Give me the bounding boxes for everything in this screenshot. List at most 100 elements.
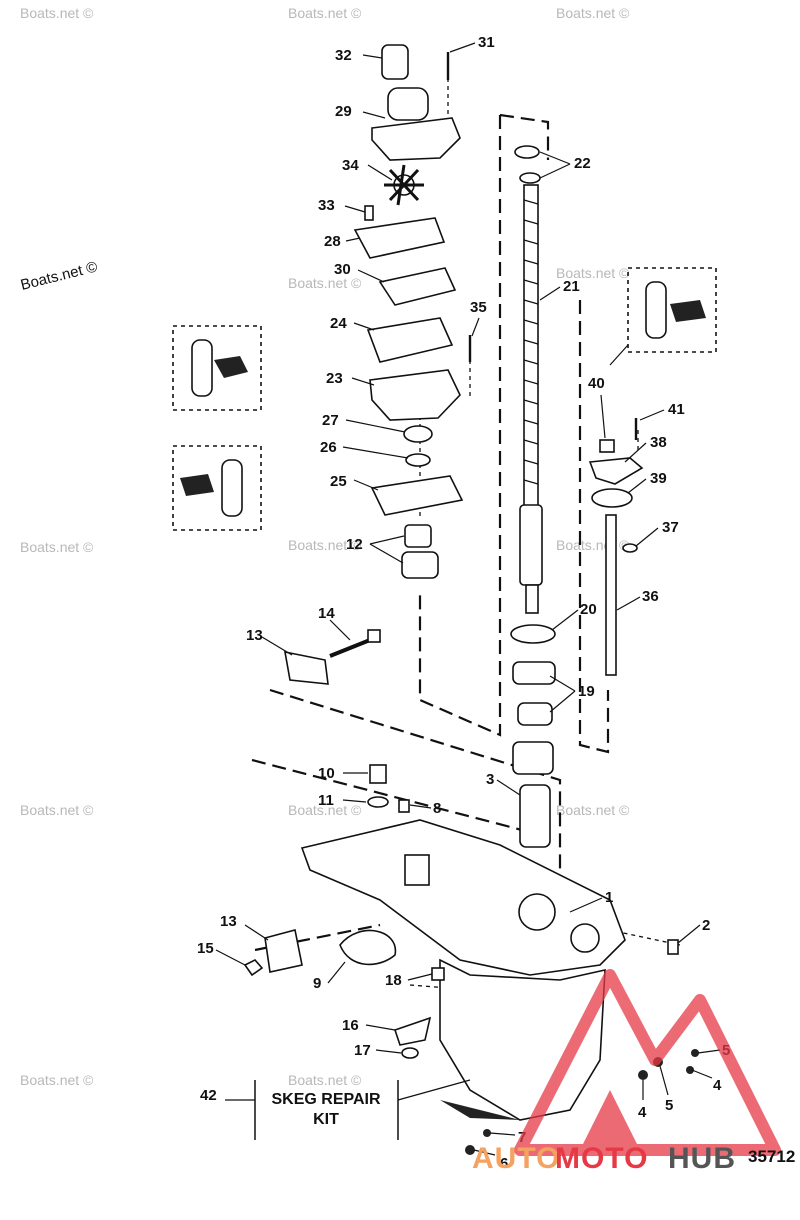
watermark: Boats.net © <box>20 1072 94 1088</box>
watermark: Boats.net © <box>288 1072 362 1088</box>
seal-12 <box>404 524 432 548</box>
callout-2: 2 <box>702 917 710 934</box>
callout-4: 4 <box>638 1104 647 1121</box>
callout-16: 16 <box>342 1017 359 1034</box>
watermark: Boats.net © <box>288 802 362 818</box>
watermark: Boats.net © <box>288 5 362 21</box>
fitting-8 <box>398 799 410 813</box>
callout-22: 22 <box>574 155 591 172</box>
trim-tab-9 <box>339 929 397 966</box>
bearing-27 <box>403 425 433 443</box>
brand-part2: MOTO <box>555 1142 648 1175</box>
callout-25: 25 <box>330 473 347 490</box>
callout-42: 42 <box>200 1087 217 1104</box>
repair-kit-line1: SKEG REPAIR <box>271 1091 381 1108</box>
callout-38: 38 <box>650 434 667 451</box>
callout-11: 11 <box>318 792 334 809</box>
screw-6 <box>465 1145 475 1155</box>
callout-13: 13 <box>220 913 237 930</box>
gasket-25 <box>370 475 464 516</box>
callout-21: 21 <box>563 278 580 295</box>
callout-30: 30 <box>334 261 351 278</box>
watermark: Boats.net © <box>20 802 94 818</box>
anode-13 <box>284 650 329 685</box>
callout-20: 20 <box>580 601 597 618</box>
callout-37: 37 <box>662 519 679 536</box>
callout-4: 4 <box>713 1077 722 1094</box>
fitting-18 <box>431 967 445 981</box>
callout-29: 29 <box>335 103 352 120</box>
cover-38 <box>588 457 644 485</box>
seal-22 <box>514 145 540 159</box>
callout-6: 6 <box>500 1155 508 1172</box>
plug-10 <box>369 764 387 784</box>
watermark: Boats.net © <box>288 275 362 291</box>
callout-1: 1 <box>605 889 613 906</box>
brand-part3: HUB <box>668 1142 736 1175</box>
watermark: Boats.net © <box>20 539 94 555</box>
watermark: Boats.net © <box>556 537 630 553</box>
washer-17 <box>401 1047 419 1059</box>
inset-boxes <box>172 267 717 531</box>
bearing-inset-icon <box>191 339 248 397</box>
nut-16 <box>393 1016 432 1046</box>
callout-39: 39 <box>650 470 667 487</box>
skeg-repair-kit-label: SKEG REPAIR KIT <box>225 1079 471 1140</box>
callout-10: 10 <box>318 765 335 782</box>
callout-26: 26 <box>320 439 337 456</box>
brand-text: AUTO MOTO HUB <box>472 1142 736 1175</box>
nut-15 <box>243 959 264 977</box>
leader-lines <box>215 42 721 1156</box>
bushing-40 <box>599 439 615 453</box>
screw-7 <box>483 1129 491 1137</box>
shim-20 <box>510 624 556 644</box>
callout-15: 15 <box>197 940 214 957</box>
key-33 <box>364 205 374 221</box>
drive-shaft-21 <box>519 184 543 614</box>
callout-numbers: 32 31 29 22 34 33 28 21 30 35 24 40 23 4… <box>197 34 730 1172</box>
callout-40: 40 <box>588 375 605 392</box>
callout-33: 33 <box>318 197 335 214</box>
watermark: Boats.net © <box>20 5 94 21</box>
callout-36: 36 <box>642 588 659 605</box>
callout-3: 3 <box>486 771 494 788</box>
brand-logo <box>514 969 781 1156</box>
pump-base-23 <box>369 369 461 421</box>
watermark: Boats.net © <box>556 5 630 21</box>
callout-34: 34 <box>342 157 359 174</box>
watermark: Boats.net © <box>556 265 630 281</box>
figure-number: 35712 <box>748 1147 795 1166</box>
bearing-inset-icon <box>180 459 243 517</box>
callout-41: 41 <box>668 401 685 418</box>
callout-31: 31 <box>478 34 495 51</box>
bolt-14 <box>367 629 381 643</box>
callout-32: 32 <box>335 47 352 64</box>
parts <box>243 44 699 1155</box>
gear-housing-1 <box>300 819 626 1121</box>
plate-30 <box>378 267 457 306</box>
bearing-inset-icon <box>645 281 706 339</box>
callout-14: 14 <box>318 605 335 622</box>
callout-12: 12 <box>346 536 363 553</box>
watermark: Boats.net © <box>288 537 362 553</box>
watermark: Boats.net © <box>19 258 99 294</box>
callout-18: 18 <box>385 972 402 989</box>
callout-27: 27 <box>322 412 339 429</box>
watermark: Boats.net © <box>556 802 630 818</box>
anode-13b <box>264 929 303 973</box>
callout-19: 19 <box>578 683 595 700</box>
pin-2 <box>667 939 679 955</box>
callout-5: 5 <box>665 1097 673 1114</box>
pump-housing-29 <box>371 117 461 161</box>
sleeve-32 <box>381 44 409 80</box>
bearing-26 <box>405 453 431 467</box>
callout-35: 35 <box>470 299 487 316</box>
callout-23: 23 <box>326 370 343 387</box>
sleeve-3 <box>519 784 551 848</box>
bearing-cup-19 <box>512 661 556 685</box>
shift-shaft-36 <box>605 514 617 676</box>
callout-9: 9 <box>313 975 321 992</box>
assembly-guide-lines <box>251 62 681 1001</box>
callout-13: 13 <box>246 627 263 644</box>
